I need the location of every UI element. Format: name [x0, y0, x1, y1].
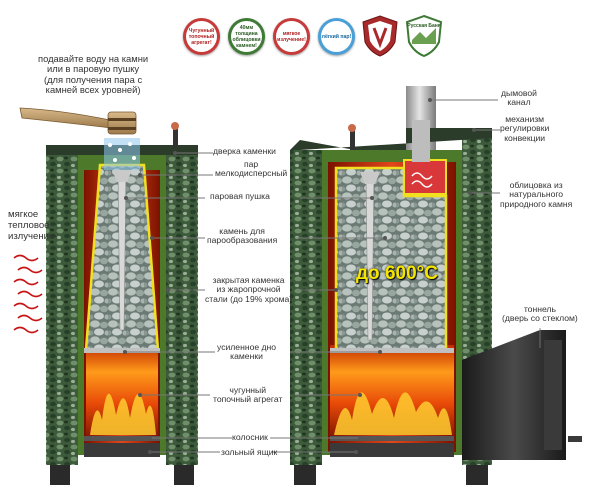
- left-reinforced-bottom: [84, 348, 160, 353]
- label-grate: колосник: [232, 432, 268, 442]
- tunnel-door: [544, 340, 562, 450]
- left-stove-cladding-left: [46, 150, 78, 465]
- temperature-label: до 600°С: [356, 263, 438, 284]
- badge-light-steam: лёгкий пар!: [318, 18, 355, 55]
- heat-wave-lines: [13, 254, 43, 334]
- right-ash-box: [330, 443, 454, 457]
- chimney-inner: [412, 120, 430, 162]
- right-door-handle: [350, 130, 355, 150]
- leader-lines: [125, 99, 541, 453]
- label-reinforced-bottom: усиленное дно каменки: [217, 342, 277, 362]
- left-stove-cladding-right: [166, 150, 198, 465]
- tunnel-handle: [568, 436, 582, 442]
- right-door-knob: [348, 124, 356, 132]
- left-steam-gun-funnel: [112, 170, 132, 182]
- label-chimney: дымовой канал: [501, 88, 537, 108]
- right-stove-heater: [334, 166, 448, 352]
- ladle-icon: [19, 107, 137, 135]
- label-convection: механизм регулировки конвекции: [500, 114, 550, 143]
- label-firebox: чугунный топочный агрегат: [213, 385, 283, 405]
- right-stove-leg-right: [466, 465, 488, 485]
- emblem-icon: Русская Баня: [405, 14, 443, 58]
- badge-cast-iron-text: Чугунный топочный агрегат!: [186, 21, 217, 52]
- right-reinforced-bottom: [330, 348, 454, 353]
- water-splash: [104, 138, 140, 170]
- left-door-knob: [171, 122, 179, 130]
- badge-cast-iron: Чугунный топочный агрегат!: [183, 18, 220, 55]
- label-stones: камень для парообразования: [207, 226, 278, 246]
- right-stove-flames: [334, 392, 452, 435]
- right-stove-top-rim: [290, 128, 492, 150]
- badge-soft-heat-text: мягкое излучение!: [276, 21, 307, 52]
- right-stove: [290, 86, 582, 485]
- right-stove-leg-left: [294, 465, 316, 485]
- label-ash-box: зольный ящик: [221, 447, 278, 457]
- left-ash-box: [84, 443, 160, 457]
- label-tunnel: тоннель (дверь со стеклом): [502, 304, 578, 324]
- shield-badge-icon: [362, 15, 398, 57]
- label-soft-heat: мягкое тепловое излучение: [8, 209, 55, 242]
- tunnel: [462, 330, 566, 460]
- convection-channel: [403, 159, 447, 195]
- label-stone-door: дверка каменки: [213, 146, 276, 156]
- badge-cladding-thickness: 40мм толщина облицовки камнем!: [228, 18, 265, 55]
- label-closed-heater: закрытая каменка из жаропрочной стали (д…: [205, 275, 293, 304]
- left-grate: [84, 436, 160, 441]
- left-stove-leg-left: [50, 465, 70, 485]
- label-steam: пар мелкодисперсный: [215, 159, 288, 179]
- emblem-text: Русская Баня: [407, 23, 441, 29]
- leader-dots: [123, 98, 476, 454]
- left-stove: [46, 122, 198, 485]
- left-stove-flames: [90, 393, 156, 435]
- right-grate: [330, 436, 454, 441]
- left-door-handle: [173, 128, 178, 148]
- label-steam-gun: паровая пушка: [210, 191, 270, 201]
- right-stove-cladding-left: [290, 150, 322, 465]
- right-steam-gun-funnel: [360, 172, 380, 184]
- badge-soft-heat: мягкое излучение!: [273, 18, 310, 55]
- badge-light-steam-text: лёгкий пар!: [321, 21, 352, 52]
- left-stove-leg-right: [174, 465, 194, 485]
- badge-cladding-thickness-text: 40мм толщина облицовки камнем!: [231, 21, 262, 52]
- label-cladding: облицовка из натурального природного кам…: [500, 180, 573, 209]
- label-water-hint: подавайте воду на камни или в паровую пу…: [38, 53, 149, 96]
